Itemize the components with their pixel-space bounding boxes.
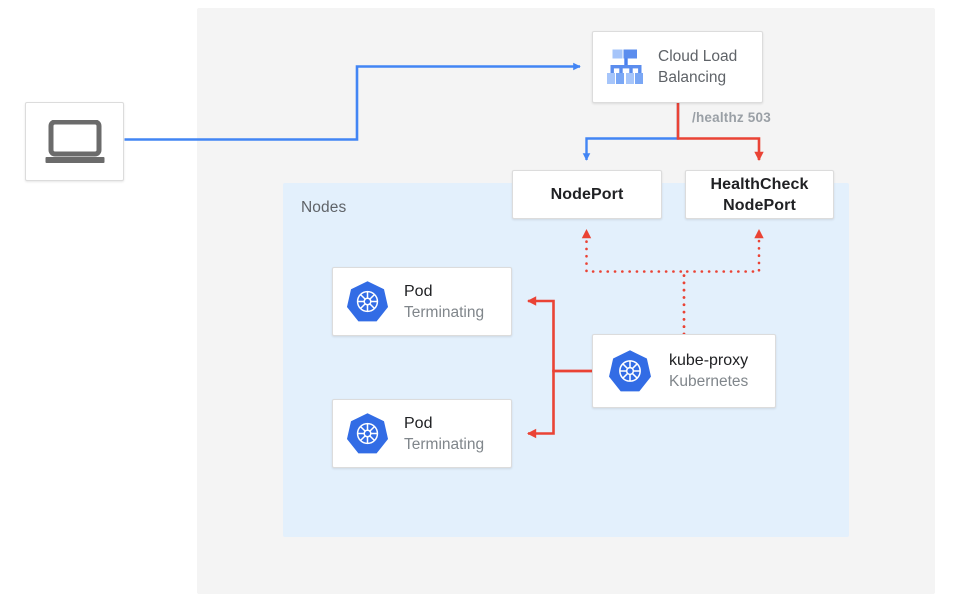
pod-node[interactable]: Pod Terminating bbox=[332, 399, 512, 468]
client-node[interactable] bbox=[25, 102, 124, 181]
nodes-panel-label: Nodes bbox=[301, 199, 347, 216]
healthz-status-label: /healthz 503 bbox=[692, 110, 771, 125]
kube-proxy-title: kube-proxy bbox=[669, 352, 749, 369]
pod-text: Pod Terminating bbox=[404, 413, 484, 455]
healthcheck-nodeport-label-line2: NodePort bbox=[723, 196, 796, 214]
healthcheck-nodeport-node[interactable]: HealthCheck NodePort bbox=[685, 170, 834, 219]
cloud-load-balancing-icon bbox=[607, 49, 643, 84]
pod-text: Pod Terminating bbox=[404, 281, 484, 323]
cloud-load-balancing-label: Cloud Load Balancing bbox=[658, 46, 737, 88]
laptop-icon bbox=[45, 119, 104, 163]
pod-status: Terminating bbox=[404, 303, 485, 321]
pod-node[interactable]: Pod Terminating bbox=[332, 267, 512, 336]
kubernetes-icon bbox=[346, 281, 389, 322]
kubernetes-icon bbox=[609, 350, 651, 392]
pod-title: Pod bbox=[404, 282, 433, 300]
kube-proxy-node[interactable]: kube-proxy Kubernetes bbox=[592, 334, 776, 408]
cloud-load-balancing-node[interactable]: Cloud Load Balancing bbox=[592, 31, 763, 103]
nodeport-label: NodePort bbox=[550, 186, 624, 203]
kubernetes-icon bbox=[346, 413, 389, 454]
pod-title: Pod bbox=[404, 414, 433, 432]
nodeport-node[interactable]: NodePort bbox=[512, 170, 662, 219]
healthcheck-nodeport-label-line1: HealthCheck bbox=[710, 175, 809, 193]
cloud-load-balancing-label-line1: Cloud Load bbox=[658, 48, 738, 65]
pod-status: Terminating bbox=[404, 435, 485, 453]
kube-proxy-subtitle: Kubernetes bbox=[669, 373, 749, 390]
healthcheck-nodeport-label: HealthCheck NodePort bbox=[710, 174, 808, 216]
cloud-load-balancing-label-line2: Balancing bbox=[658, 69, 727, 86]
kube-proxy-text: kube-proxy Kubernetes bbox=[669, 350, 748, 392]
